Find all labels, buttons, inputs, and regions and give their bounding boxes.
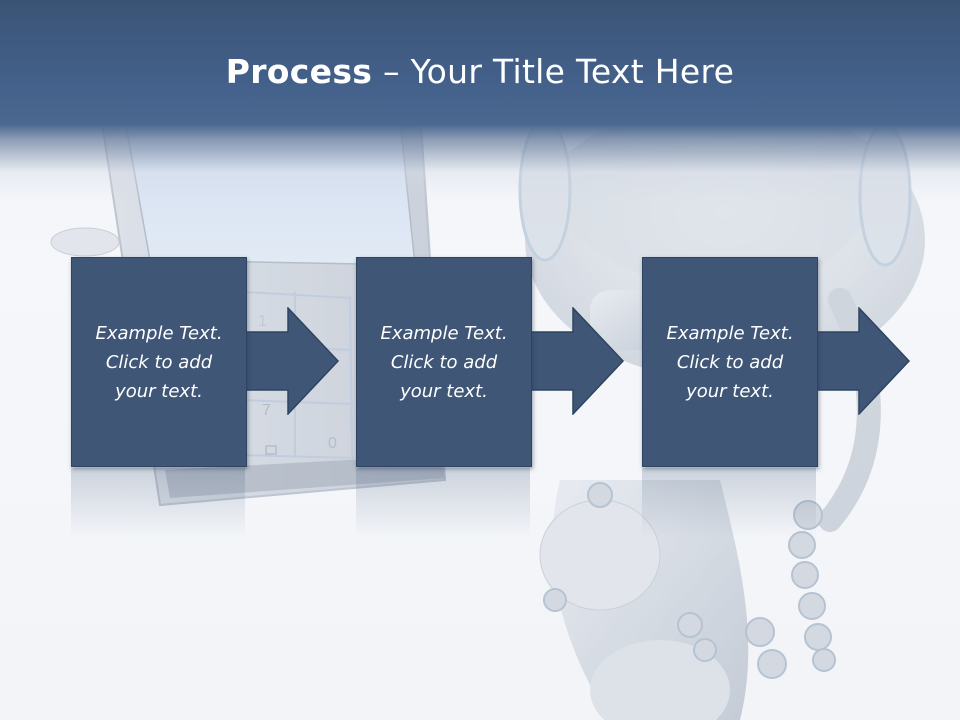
title-rest-text: – Your Title Text Here — [372, 52, 735, 91]
process-step-1[interactable]: Example Text. Click to add your text. — [71, 257, 247, 467]
process-step-2[interactable]: Example Text. Click to add your text. — [356, 257, 532, 467]
slide-title[interactable]: Process – Your Title Text Here — [0, 52, 960, 91]
process-step-2-text: Example Text. Click to add your text. — [380, 322, 508, 402]
title-bold-text: Process — [225, 52, 373, 91]
title-band — [0, 0, 960, 200]
step-3-arrow — [815, 307, 911, 415]
step-3-reflection — [642, 468, 816, 538]
process-step-1-text: Example Text. Click to add your text. — [95, 322, 223, 402]
process-step-3-text: Example Text. Click to add your text. — [666, 322, 794, 402]
step-2-reflection — [356, 468, 530, 538]
keypad-digit-0: 0 — [328, 435, 337, 452]
process-step-3[interactable]: Example Text. Click to add your text. — [642, 257, 818, 467]
keypad-digit-7: 7 — [262, 402, 271, 419]
step-1-reflection — [71, 468, 245, 538]
keypad-digit-1: 1 — [258, 313, 267, 330]
step-1-arrow — [244, 307, 340, 415]
step-2-arrow — [529, 307, 625, 415]
